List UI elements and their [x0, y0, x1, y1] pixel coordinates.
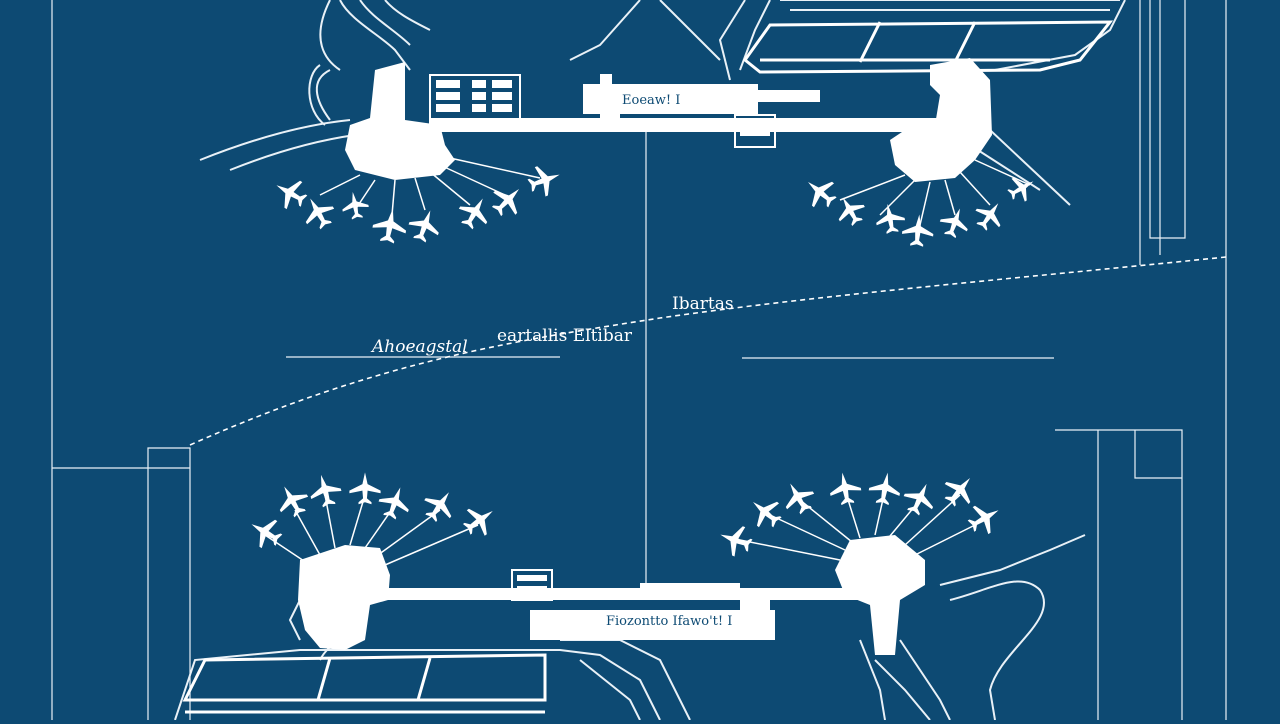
aircraft-icon: [776, 475, 820, 519]
frame-lines: [51, 0, 1227, 720]
aircraft-icon: [370, 205, 410, 246]
aircraft-icon: [936, 203, 974, 242]
bottom-terminal: Fiozontto Ifawo't! I: [174, 468, 1086, 721]
top-terminal: Eoeaw! I: [199, 0, 1126, 248]
aircraft-icon: [873, 201, 907, 236]
aircraft-icon: [898, 477, 941, 520]
top-parking: [742, 20, 1114, 74]
aircraft-icon: [305, 470, 345, 510]
bottom-left-jetbridges: [264, 494, 479, 566]
top-right-jetbridges: [839, 159, 1031, 226]
bottom-parking: [182, 653, 547, 714]
aircraft-icon: [270, 478, 314, 522]
center-label-left: Ahoeagstal: [370, 337, 468, 357]
center-labels: Ahoeagstal eartallis Eltibar Ibartas: [370, 294, 734, 357]
bottom-terminal-label: Fiozontto Ifawo't! I: [606, 614, 732, 629]
bottom-concourse: [298, 535, 925, 655]
top-left-jetbridges: [319, 157, 541, 216]
aircraft-icon: [524, 160, 565, 201]
aircraft-icon: [826, 469, 864, 507]
center-label-mid: eartallis Eltibar: [497, 326, 633, 346]
bottom-roads: [174, 534, 1086, 721]
aircraft-icon: [243, 510, 287, 554]
aircraft-icon: [743, 490, 788, 535]
top-right-aircraft: [798, 169, 1041, 248]
aircraft-icon: [485, 177, 531, 223]
aircraft-icon: [457, 498, 502, 543]
aircraft-icon: [349, 472, 381, 505]
aircraft-icon: [268, 171, 312, 215]
aircraft-icon: [901, 213, 935, 248]
top-roads: [199, 0, 1126, 206]
aircraft-icon: [937, 468, 982, 513]
aircraft-icon: [866, 469, 904, 507]
top-concourse: [345, 58, 992, 182]
aircraft-icon: [715, 520, 756, 561]
aircraft-icon: [798, 170, 843, 215]
aircraft-icon: [969, 194, 1011, 236]
aircraft-icon: [404, 205, 445, 246]
center-label-right: Ibartas: [672, 294, 734, 314]
aircraft-icon: [963, 496, 1007, 540]
bottom-left-aircraft: [243, 470, 502, 554]
bottom-grid-building: [511, 569, 553, 601]
aircraft-icon: [374, 482, 415, 523]
dashed-centerline: [189, 256, 1227, 446]
top-grid-building: [429, 74, 776, 148]
top-terminal-label: Eoeaw! I: [622, 93, 680, 108]
